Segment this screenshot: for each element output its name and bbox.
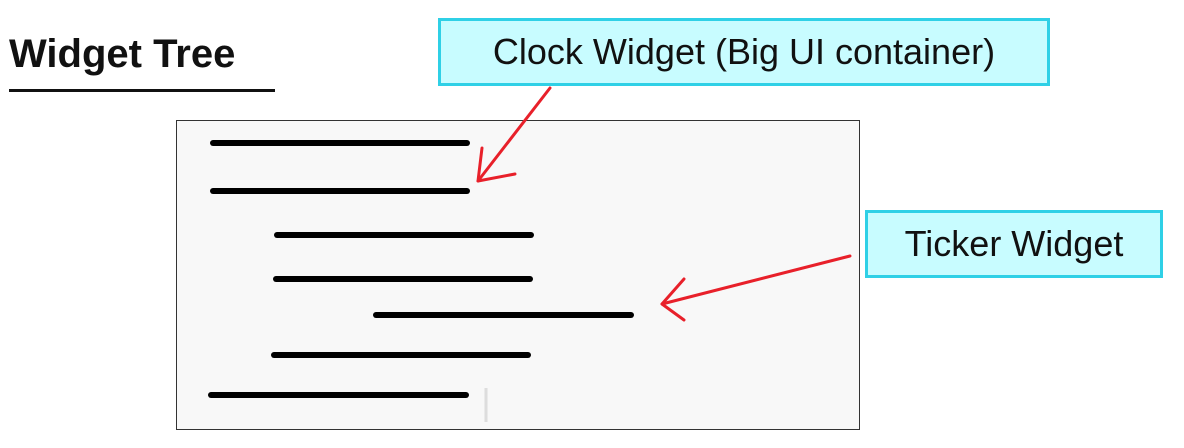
- ticker-arrow: [660, 254, 852, 322]
- ticker-widget-callout: Ticker Widget: [865, 210, 1163, 278]
- clock-widget-callout: Clock Widget (Big UI container): [438, 18, 1050, 86]
- clock-arrow: [476, 86, 552, 183]
- widget-tree-box: [176, 120, 860, 430]
- title-underline: [9, 89, 275, 92]
- diagram-title: Widget Tree: [9, 32, 236, 76]
